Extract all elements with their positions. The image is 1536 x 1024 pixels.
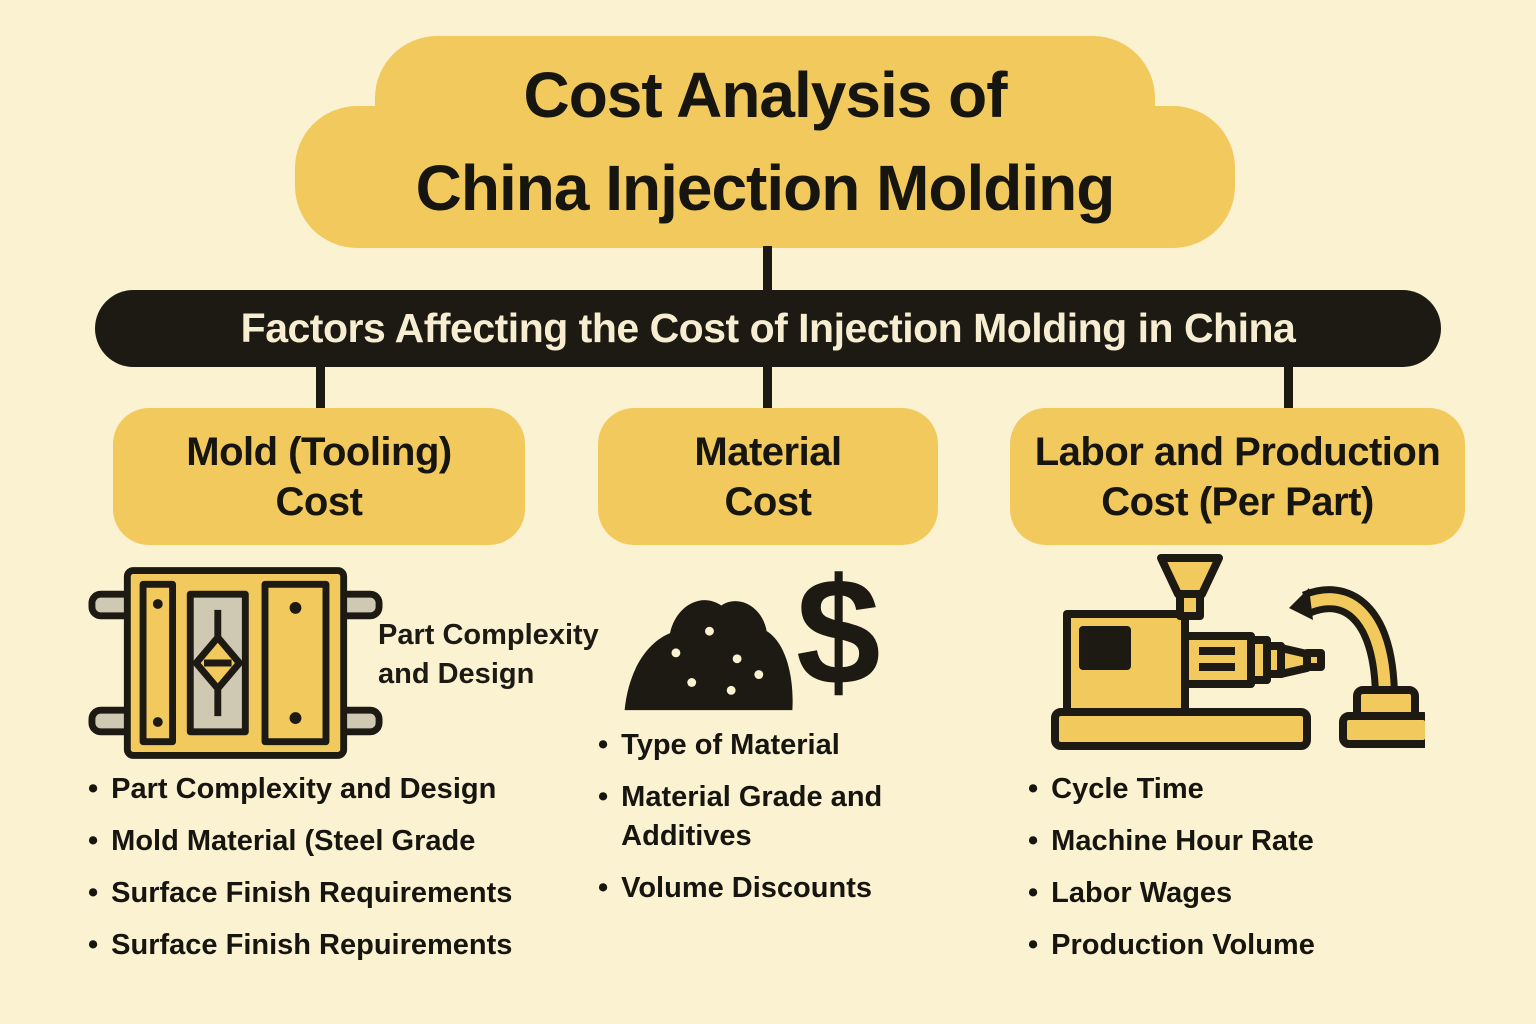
bullet-icon: •: [88, 928, 99, 961]
bullet-icon: •: [1028, 773, 1039, 805]
bullet-icon: •: [88, 773, 99, 805]
material-pile-icon: [615, 568, 800, 716]
bullet-icon: •: [1028, 876, 1039, 909]
mold-icon-caption: Part Complexity and Design: [378, 619, 599, 691]
bullet-icon: •: [598, 729, 609, 761]
list-item: • Mold Material (Steel Grade: [88, 822, 568, 861]
list-item: • Labor Wages: [1028, 874, 1458, 913]
list-item-label: Volume Discounts: [621, 871, 872, 904]
header-labor-production-cost: Labor and Production Cost (Per Part): [1010, 408, 1465, 545]
list-item-label: Production Volume: [1051, 928, 1315, 961]
list-item: • Volume Discounts: [598, 869, 933, 908]
list-item-label: Machine Hour Rate: [1051, 824, 1314, 857]
mold-icon: [88, 563, 383, 763]
list-item: • Surface Finish Repuirements: [88, 926, 568, 965]
mold-cost-factor-list: • Part Complexity and Design • Mold Mate…: [88, 770, 568, 977]
list-item-label: Surface Finish Repuirements: [111, 928, 513, 961]
list-item-label: Material Grade and Additives: [621, 780, 883, 852]
page-title: Cost Analysis of China Injection Molding: [415, 59, 1116, 224]
connector-banner-to-mold: [316, 366, 325, 410]
title-banner-shape-bottom: [295, 106, 1235, 248]
list-item-label: Labor Wages: [1051, 876, 1233, 909]
list-item: • Machine Hour Rate: [1028, 822, 1458, 861]
bullet-icon: •: [598, 871, 609, 904]
list-item-label: Part Complexity and Design: [111, 773, 497, 805]
list-item: • Surface Finish Requirements: [88, 874, 568, 913]
connector-title-to-banner: [763, 246, 772, 292]
list-item-label: Surface Finish Requirements: [111, 876, 513, 909]
list-item: • Production Volume: [1028, 926, 1458, 965]
list-item-label: Mold Material (Steel Grade: [111, 824, 476, 857]
header-material-cost: Material Cost: [598, 408, 938, 545]
molding-machine-icon: [1045, 550, 1433, 762]
list-item: • Material Grade and Additives: [598, 778, 933, 856]
factors-banner: Factors Affecting the Cost of Injection …: [95, 290, 1441, 367]
bullet-icon: •: [88, 876, 99, 909]
bullet-icon: •: [598, 780, 609, 813]
list-item: • Cycle Time: [1028, 770, 1458, 809]
title-banner: Cost Analysis of China Injection Molding: [295, 36, 1235, 248]
bullet-icon: •: [1028, 928, 1039, 961]
bullet-icon: •: [1028, 824, 1039, 857]
connector-banner-to-material: [763, 366, 772, 410]
header-mold-tooling-cost: Mold (Tooling) Cost: [113, 408, 525, 545]
material-cost-factor-list: • Type of Material • Material Grade and …: [598, 726, 933, 920]
connector-banner-to-labor: [1284, 366, 1293, 410]
dollar-sign-icon: $: [796, 547, 881, 717]
list-item: • Part Complexity and Design: [88, 770, 568, 809]
labor-cost-factor-list: • Cycle Time • Machine Hour Rate • Labor…: [1028, 770, 1458, 977]
list-item-label: Cycle Time: [1051, 773, 1204, 805]
bullet-icon: •: [88, 824, 99, 857]
list-item-label: Type of Material: [621, 729, 840, 761]
list-item: • Type of Material: [598, 726, 933, 765]
